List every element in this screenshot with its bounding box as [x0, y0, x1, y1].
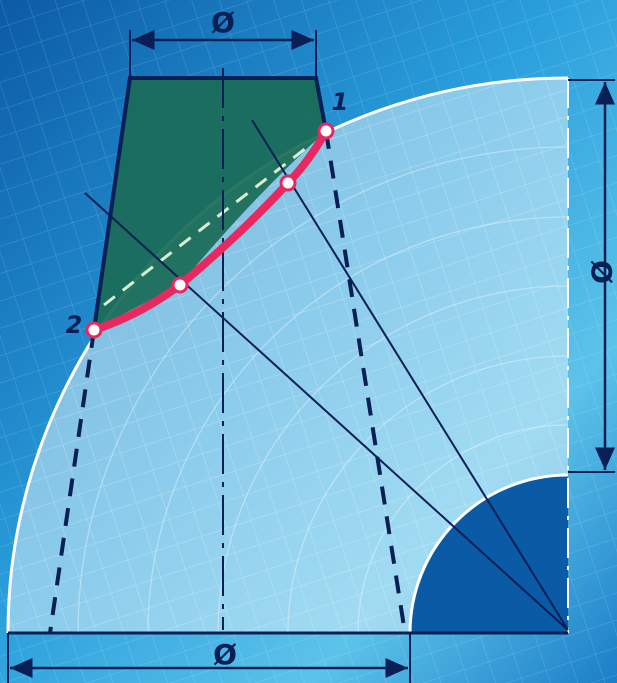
- dashed-chord: [103, 143, 311, 307]
- curve-point-mid-lower: [171, 276, 189, 294]
- curve-point-2: [85, 321, 103, 339]
- radial-line-2: [251, 119, 569, 631]
- right-projection-line: [324, 130, 407, 634]
- top-diameter-label: Ø: [211, 6, 235, 39]
- curve-point-mid-upper: [279, 174, 297, 192]
- radial-line-1: [84, 192, 569, 631]
- point-2-label: 2: [66, 311, 83, 339]
- left-projection-line: [48, 329, 96, 634]
- intersection-curve: [90, 127, 330, 334]
- inner-arc: [408, 473, 569, 634]
- right-diameter-label: Ø: [585, 260, 617, 284]
- point-1-label: 1: [332, 88, 349, 116]
- curve-point-1: [317, 122, 335, 140]
- bottom-diameter-label: Ø: [213, 638, 237, 671]
- concentric-arcs: [77, 146, 568, 633]
